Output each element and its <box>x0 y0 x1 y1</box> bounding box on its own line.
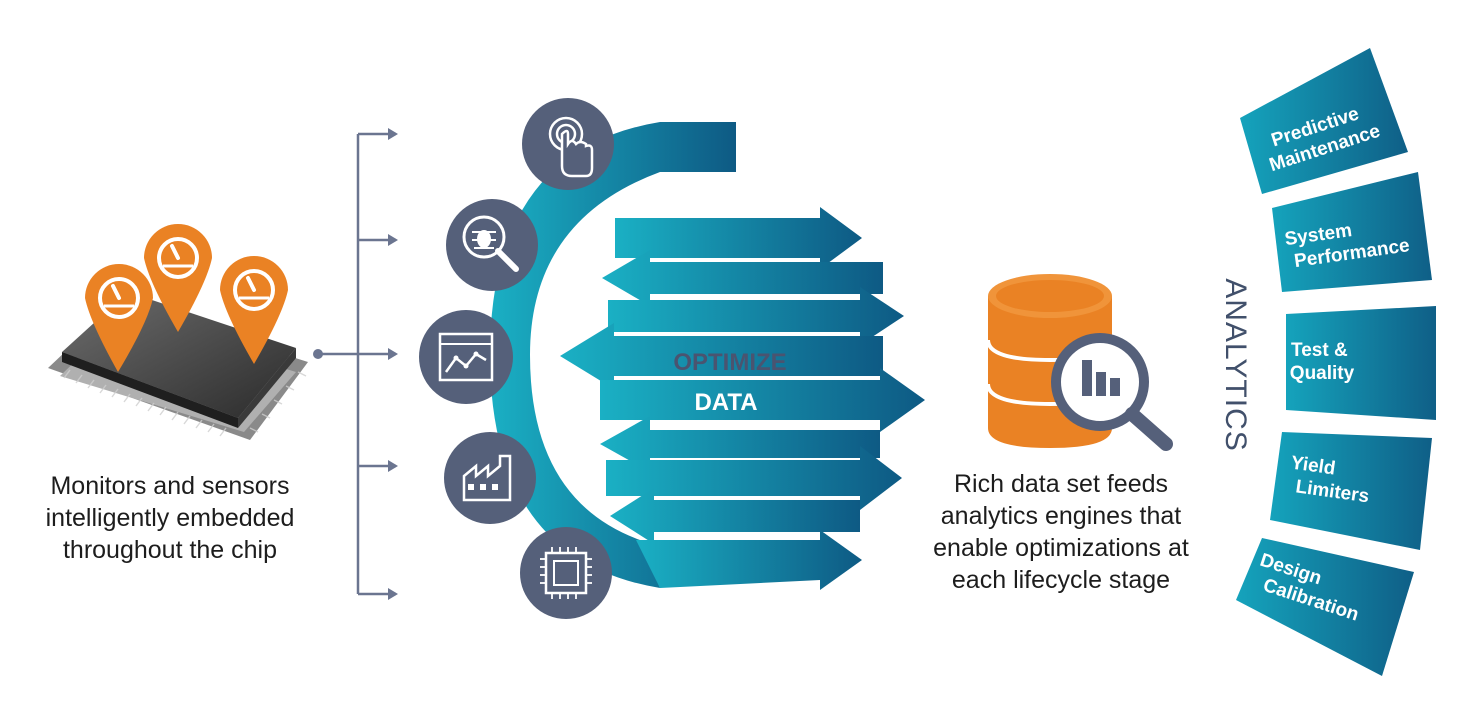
touch-hand-icon <box>522 98 614 190</box>
left-caption-line-2: intelligently embedded <box>45 504 295 532</box>
right-caption-line-2: analytics engines that <box>940 502 1182 530</box>
inbound-arrow-3 <box>560 323 883 389</box>
inbound-arrow-5 <box>610 488 860 544</box>
panel-3-line2: Quality <box>1290 363 1355 384</box>
data-label: DATA <box>694 389 757 416</box>
outbound-arrow-4 <box>606 446 902 510</box>
left-caption: Monitors and sensors intelligently embed… <box>20 470 320 566</box>
analytics-panel-system: System Performance <box>1272 172 1432 292</box>
chip-illustration <box>48 224 308 440</box>
right-caption-line-4: each lifecycle stage <box>951 566 1171 594</box>
magnifier-chart-icon <box>1051 333 1173 451</box>
analytics-label: ANALYTICS <box>1219 278 1252 452</box>
optimize-label: OPTIMIZE <box>673 349 786 376</box>
microchip-icon <box>520 527 612 619</box>
branch-connector <box>313 128 398 600</box>
right-caption-line-3: enable optimizations at <box>933 534 1189 562</box>
panel-3-line1: Test & <box>1291 340 1348 361</box>
sensor-pin-left <box>85 264 153 372</box>
analytics-panel-predictive: Predictive Maintenance <box>1240 48 1408 194</box>
teal-arc <box>490 122 736 588</box>
right-caption: Rich data set feeds analytics engines th… <box>920 468 1202 596</box>
analytics-window-icon <box>419 310 513 404</box>
inbound-arrow-1 <box>618 162 860 238</box>
left-caption-line-3: throughout the chip <box>62 536 278 564</box>
outbound-arrow-2 <box>608 287 904 345</box>
left-caption-line-1: Monitors and sensors <box>50 472 290 500</box>
inbound-arrow-4 <box>600 416 880 472</box>
chip-pin-hatch <box>63 369 307 437</box>
analytics-panel-yield: Yield Limiters <box>1270 432 1432 550</box>
factory-icon <box>444 432 536 524</box>
outbound-arrow-5 <box>636 530 862 590</box>
right-caption-line-1: Rich data set feeds <box>953 470 1168 498</box>
analytics-panel-design: Design Calibration <box>1236 538 1414 676</box>
analytics-panel-test: Test & Quality <box>1286 306 1436 420</box>
inbound-arrow-2 <box>602 250 883 306</box>
outbound-arrow-1 <box>615 207 862 269</box>
sensor-pin-right <box>220 256 288 364</box>
outbound-arrow-3 <box>600 368 925 432</box>
svg-text:Test & Quality: Test & Quality <box>1290 340 1355 384</box>
bug-search-icon <box>446 199 538 291</box>
sensor-pin-middle <box>144 224 212 332</box>
